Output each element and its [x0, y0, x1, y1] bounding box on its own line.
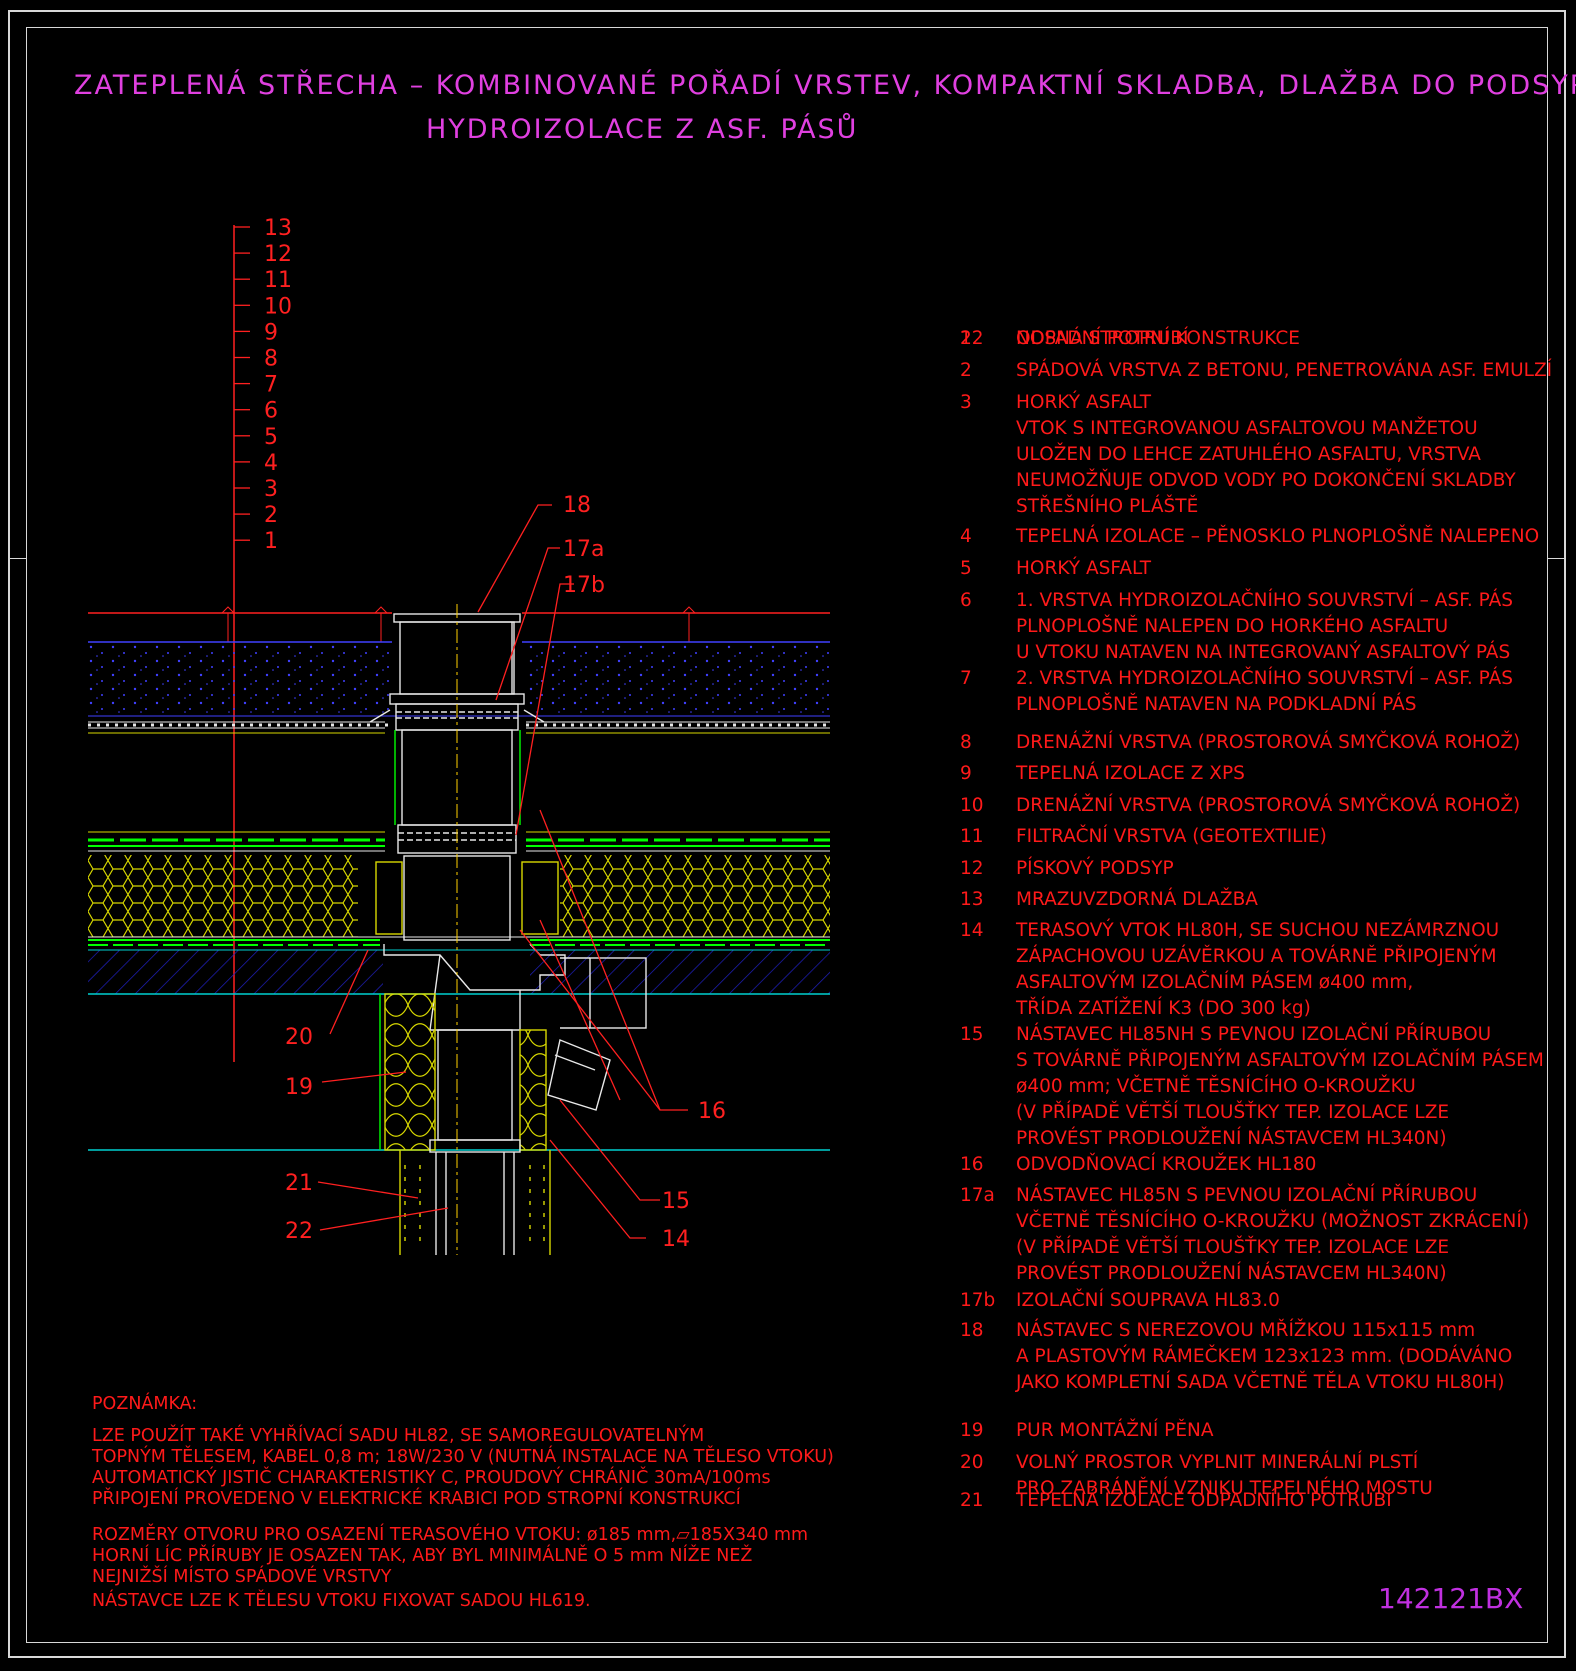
legend-text: MRAZUVZDORNÁ DLAŽBA [1016, 889, 1258, 910]
legend-number: 11 [960, 826, 984, 847]
legend-number: 14 [960, 920, 984, 941]
legend-text: PUR MONTÁŽNÍ PĚNA [1016, 1420, 1214, 1441]
legend-text: TEPELNÁ IZOLACE ODPADNÍHO POTRUBÍ [1016, 1490, 1392, 1511]
callout-18: 18 [563, 493, 591, 518]
scale-label-5: 5 [264, 425, 278, 450]
legend-text: DRENÁŽNÍ VRSTVA (PROSTOROVÁ SMYČKOVÁ ROH… [1016, 732, 1521, 753]
scale-label-6: 6 [264, 399, 278, 424]
callout-14: 14 [662, 1227, 690, 1252]
scale-label-8: 8 [264, 347, 278, 372]
legend-text: PÍSKOVÝ PODSYP [1016, 858, 1174, 879]
inner-frame [26, 27, 1548, 1643]
legend-number: 20 [960, 1452, 984, 1473]
legend-number: 22 [960, 328, 984, 349]
outer-frame [8, 10, 1566, 1658]
title-line-1: ZATEPLENÁ STŘECHA – KOMBINOVANÉ POŘADÍ V… [74, 70, 1576, 101]
callout-21: 21 [285, 1171, 313, 1196]
legend-number: 19 [960, 1420, 984, 1441]
legend-text: HORKÝ ASFALT [1016, 558, 1152, 579]
callout-labels: 18 17a 17b 16 15 14 20 19 21 22 [285, 493, 726, 1252]
legend-text: ODPADNÍ POTRUBÍ [1016, 328, 1189, 349]
legend-number: 21 [960, 1490, 984, 1511]
scale-label-13: 13 [264, 216, 292, 241]
scale-label-7: 7 [264, 373, 278, 398]
legend-number: 7 [960, 668, 972, 689]
scale-label-3: 3 [264, 477, 278, 502]
note-para-2: ROZMĚRY OTVORU PRO OSAZENÍ TERASOVÉHO VT… [92, 1525, 809, 1587]
legend-number: 13 [960, 889, 984, 910]
legend-number: 17b [960, 1290, 996, 1311]
legend-number: 2 [960, 360, 972, 381]
callout-19: 19 [285, 1075, 313, 1100]
scale-label-2: 2 [264, 503, 278, 528]
scale-label-9: 9 [264, 320, 278, 345]
legend-number: 10 [960, 795, 984, 816]
legend-number: 3 [960, 392, 972, 413]
callout-15: 15 [662, 1189, 690, 1214]
legend-number: 9 [960, 763, 972, 784]
legend-number: 8 [960, 732, 972, 753]
scale-label-10: 10 [264, 294, 292, 319]
legend-text: HORKÝ ASFALT VTOK S INTEGROVANOU ASFALTO… [1016, 392, 1516, 517]
callout-16: 16 [698, 1099, 726, 1124]
scale-label-1: 1 [264, 529, 278, 554]
legend-number: 4 [960, 526, 972, 547]
layer-bands [88, 606, 830, 1151]
legend-text: NOSNÁ STROPNÍ KONSTRUKCE [1016, 328, 1300, 349]
note-para-3: NÁSTAVCE LZE K TĚLESU VTOKU FIXOVAT SADO… [92, 1591, 591, 1611]
drawing-code: 142121BX [1378, 1582, 1524, 1615]
legend-text: NÁSTAVEC HL85N S PEVNOU IZOLAČNÍ PŘÍRUBO… [1016, 1185, 1530, 1284]
legend-text: 1. VRSTVA HYDROIZOLAČNÍHO SOUVRSTVÍ – AS… [1016, 590, 1514, 663]
legend-text: ODVODŇOVACÍ KROUŽEK HL180 [1016, 1154, 1317, 1175]
legend-text: SPÁDOVÁ VRSTVA Z BETONU, PENETROVÁNA ASF… [1016, 360, 1553, 381]
frame-tick-left [8, 558, 26, 559]
legend-text: 2. VRSTVA HYDROIZOLAČNÍHO SOUVRSTVÍ – AS… [1016, 668, 1514, 715]
legend-number: 17a [960, 1185, 995, 1206]
note-para-1: LZE POUŽÍT TAKÉ VYHŘÍVACÍ SADU HL82, SE … [92, 1426, 834, 1509]
legend-text: FILTRAČNÍ VRSTVA (GEOTEXTILIE) [1016, 826, 1327, 847]
callout-22: 22 [285, 1219, 313, 1244]
legend-text: NÁSTAVEC S NEREZOVOU MŘÍŽKOU 115x115 mm … [1016, 1320, 1513, 1393]
drain-assembly [369, 604, 647, 1255]
legend-text: TERASOVÝ VTOK HL80H, SE SUCHOU NEZÁMRZNO… [1016, 920, 1500, 1019]
callout-17a: 17a [563, 537, 604, 562]
scale-label-4: 4 [264, 451, 278, 476]
legend-number: 12 [960, 858, 984, 879]
legend-text: TEPELNÁ IZOLACE – PĚNOSKLO PLNOPLOŠNĚ NA… [1016, 526, 1540, 547]
note-heading: POZNÁMKA: [92, 1394, 198, 1414]
legend-number: 6 [960, 590, 972, 611]
legend-text: VOLNÝ PROSTOR VYPLNIT MINERÁLNÍ PLSTÍ PR… [1016, 1452, 1433, 1499]
legend-text: NÁSTAVEC HL85NH S PEVNOU IZOLAČNÍ PŘÍRUB… [1016, 1024, 1544, 1149]
legend-number: 16 [960, 1154, 984, 1175]
legend-number: 5 [960, 558, 972, 579]
legend-text: IZOLAČNÍ SOUPRAVA HL83.0 [1016, 1290, 1280, 1311]
legend-number: 1 [960, 328, 972, 349]
leader-lines [317, 504, 688, 1239]
title-line-2: HYDROIZOLACE Z ASF. PÁSŮ [426, 114, 859, 145]
frame-tick-right [1548, 558, 1566, 559]
legend-text: DRENÁŽNÍ VRSTVA (PROSTOROVÁ SMYČKOVÁ ROH… [1016, 795, 1521, 816]
scale-label-11: 11 [264, 268, 292, 293]
legend-text: TEPELNÁ IZOLACE Z XPS [1016, 763, 1245, 784]
scale-label-12: 12 [264, 242, 292, 267]
legend-number: 18 [960, 1320, 984, 1341]
legend-number: 15 [960, 1024, 984, 1045]
callout-17b: 17b [563, 573, 605, 598]
callout-20: 20 [285, 1025, 313, 1050]
